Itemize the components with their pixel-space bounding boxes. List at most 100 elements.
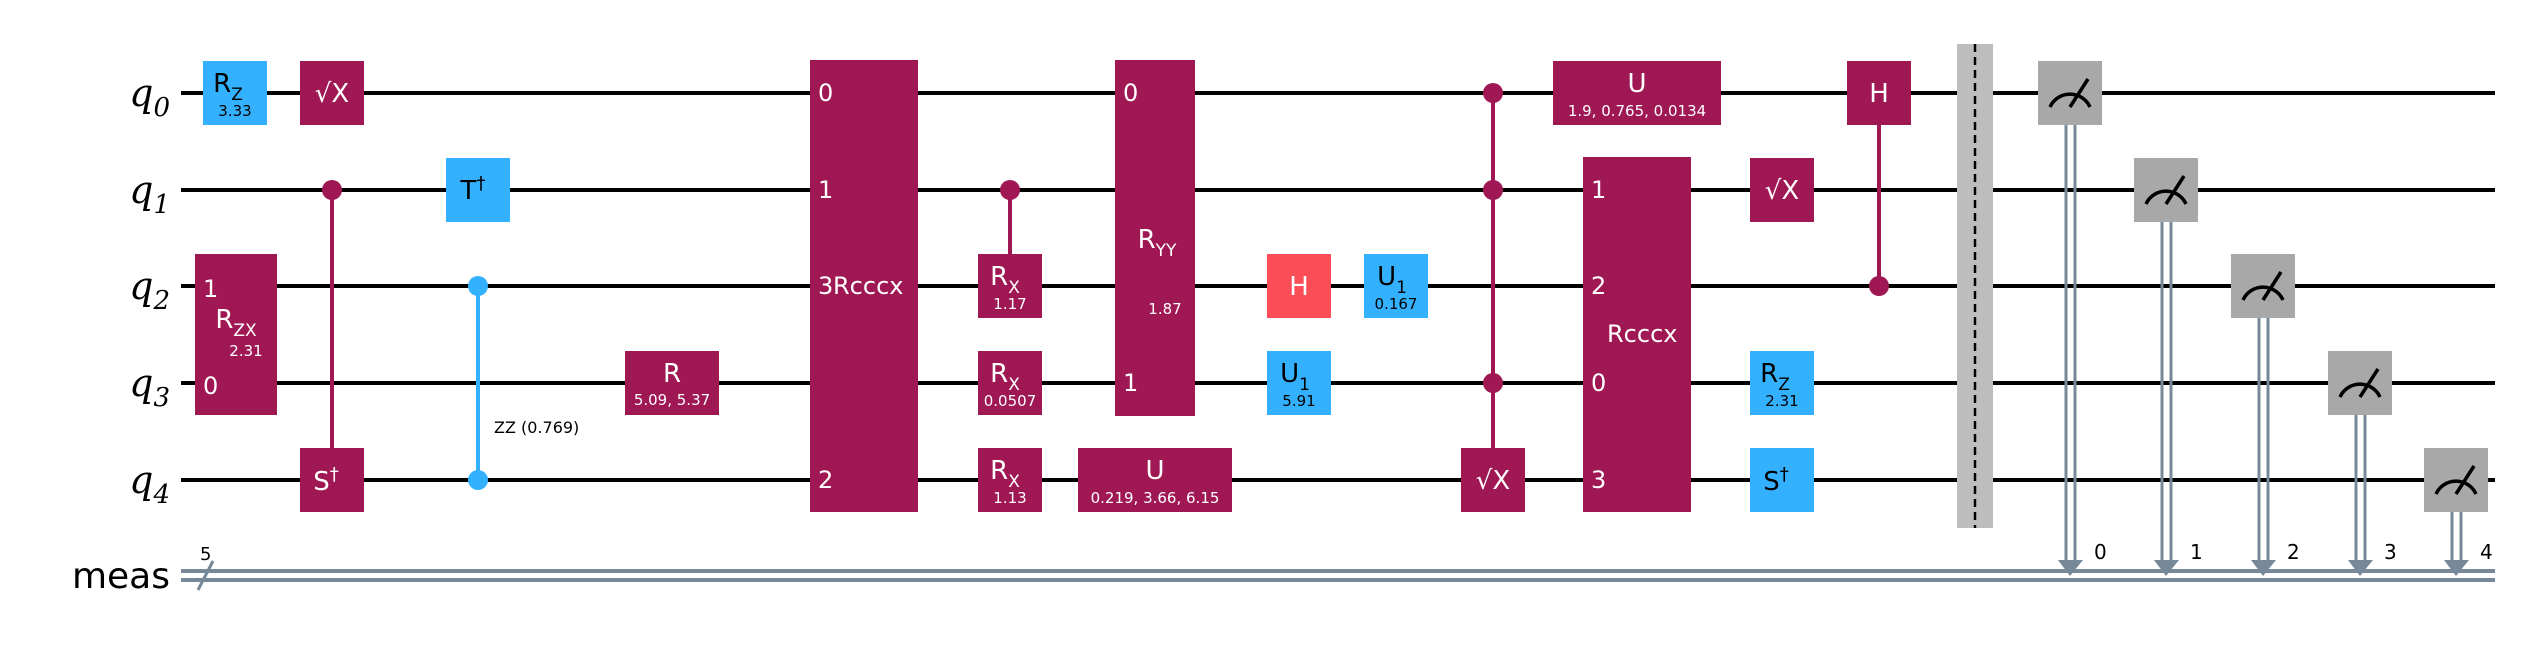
control-dot [1000, 180, 1020, 200]
u-gate-q4: U 0.219, 3.66, 6.15 [1078, 448, 1232, 512]
svg-text:0: 0 [818, 79, 833, 107]
sx-gate-q0: √X [300, 61, 364, 125]
classical-wire [181, 560, 2495, 591]
qubit-label-q4: q4 [129, 458, 170, 510]
sdg-gate-q4: S† [1750, 448, 1814, 512]
svg-text:2.31: 2.31 [1765, 392, 1798, 410]
svg-text:4: 4 [2480, 540, 2493, 564]
tdg-gate-q1: T† [446, 158, 510, 222]
bundle-slash [196, 560, 215, 591]
svg-text:0.0507: 0.0507 [984, 392, 1037, 410]
svg-text:2: 2 [818, 466, 833, 494]
h-gate-q2: H [1267, 254, 1331, 318]
svg-text:2.31: 2.31 [229, 342, 262, 360]
rx-gate-q3: RX 0.0507 [978, 351, 1042, 415]
u-gate-q0: U 1.9, 0.765, 0.0134 [1553, 61, 1721, 125]
u1-gate-q2: U1 0.167 [1364, 254, 1428, 318]
svg-text:U1: U1 [1377, 262, 1407, 298]
measure-q3: 3 [2328, 351, 2397, 576]
control-dot [322, 180, 342, 200]
svg-text:0.167: 0.167 [1375, 295, 1418, 313]
svg-text:ZZ (0.769): ZZ (0.769) [494, 418, 579, 437]
svg-text:RZ: RZ [1760, 359, 1790, 395]
control-dot [1869, 276, 1889, 296]
controlled-rx-gate: RX 1.17 [978, 180, 1042, 318]
svg-text:0.219, 3.66, 6.15: 0.219, 3.66, 6.15 [1091, 489, 1220, 507]
svg-text:1.87: 1.87 [1148, 300, 1181, 318]
svg-text:RYY: RYY [1138, 225, 1177, 261]
measure-q2: 2 [2231, 254, 2300, 576]
control-dot-q3 [1483, 373, 1503, 393]
svg-text:R: R [663, 359, 681, 389]
svg-text:S†: S† [1763, 464, 1789, 497]
classical-register-label: meas [72, 556, 170, 597]
svg-text:RX: RX [990, 359, 1020, 395]
measure-q0: 0 [2038, 61, 2107, 576]
svg-text:Rcccx: Rcccx [1607, 320, 1677, 348]
qubit-label-q1: q1 [129, 168, 170, 220]
measure-q1: 1 [2134, 158, 2203, 576]
svg-text:1.9, 0.765, 0.0134: 1.9, 0.765, 0.0134 [1568, 102, 1706, 120]
controlled-sdg-gate: S† [300, 180, 364, 512]
svg-text:3: 3 [2384, 540, 2397, 564]
svg-text:RZ: RZ [213, 69, 243, 105]
wire-labels: q0 q1 q2 q3 q4 meas 5 [72, 71, 212, 597]
svg-text:1.17: 1.17 [993, 295, 1026, 313]
zz-dot-bottom [468, 470, 488, 490]
zz-interaction: ZZ (0.769) [468, 276, 579, 490]
control-dot-q1 [1483, 180, 1503, 200]
svg-text:2: 2 [2287, 540, 2300, 564]
svg-text:3: 3 [1591, 466, 1606, 494]
measure-q4: 4 [2424, 448, 2493, 576]
svg-text:3: 3 [818, 272, 833, 300]
control-dot-q0 [1483, 83, 1503, 103]
sx-gate-q1: √X [1750, 158, 1814, 222]
multi-controlled-sx-gate: √X [1461, 83, 1525, 512]
svg-text:S†: S† [313, 464, 339, 497]
svg-text:RZX: RZX [215, 305, 257, 341]
rz-gate-q0: RZ 3.33 [203, 61, 267, 125]
svg-text:Rcccx: Rcccx [833, 272, 903, 300]
svg-text:1: 1 [1123, 369, 1138, 397]
svg-text:1.13: 1.13 [993, 489, 1026, 507]
svg-text:1: 1 [203, 275, 218, 303]
quantum-wires [181, 91, 2495, 482]
svg-text:3.33: 3.33 [218, 102, 251, 120]
svg-text:H: H [1289, 272, 1309, 302]
ryy-gate: 0 1 RYY 1.87 [1115, 60, 1195, 416]
svg-text:0: 0 [2094, 540, 2107, 564]
barrier [1957, 44, 1993, 528]
svg-text:RX: RX [990, 456, 1020, 492]
rcccx-gate-1: 0 1 3 2 Rcccx [810, 60, 918, 512]
svg-text:0: 0 [1591, 369, 1606, 397]
svg-text:1: 1 [1591, 176, 1606, 204]
rx-gate-q4: RX 1.13 [978, 448, 1042, 512]
rz-gate-q3: RZ 2.31 [1750, 351, 1814, 415]
svg-text:U: U [1145, 456, 1164, 486]
u1-gate-q3: U1 5.91 [1267, 351, 1331, 415]
svg-text:√X: √X [1476, 466, 1510, 496]
r-gate-q3: R 5.09, 5.37 [625, 351, 719, 415]
svg-text:2: 2 [1591, 272, 1606, 300]
svg-text:0: 0 [1123, 79, 1138, 107]
rcccx-gate-2: 1 2 0 3 Rcccx [1583, 157, 1691, 512]
svg-text:T†: T† [460, 173, 486, 206]
svg-text:1: 1 [2190, 540, 2203, 564]
svg-text:H: H [1869, 79, 1889, 109]
svg-text:0: 0 [203, 372, 218, 400]
zz-dot-top [468, 276, 488, 296]
svg-text:U1: U1 [1280, 359, 1310, 395]
svg-text:√X: √X [315, 79, 349, 109]
svg-text:5.09, 5.37: 5.09, 5.37 [634, 391, 710, 409]
svg-text:5.91: 5.91 [1282, 392, 1315, 410]
svg-text:RX: RX [990, 262, 1020, 298]
svg-text:1: 1 [818, 176, 833, 204]
qubit-label-q3: q3 [129, 361, 170, 413]
svg-text:√X: √X [1765, 176, 1799, 206]
rzx-gate: 1 0 RZX 2.31 [195, 254, 277, 415]
qubit-label-q0: q0 [129, 71, 170, 123]
controlled-h-gate: H [1847, 61, 1911, 296]
classical-register-size: 5 [200, 544, 211, 565]
qubit-label-q2: q2 [129, 264, 170, 316]
